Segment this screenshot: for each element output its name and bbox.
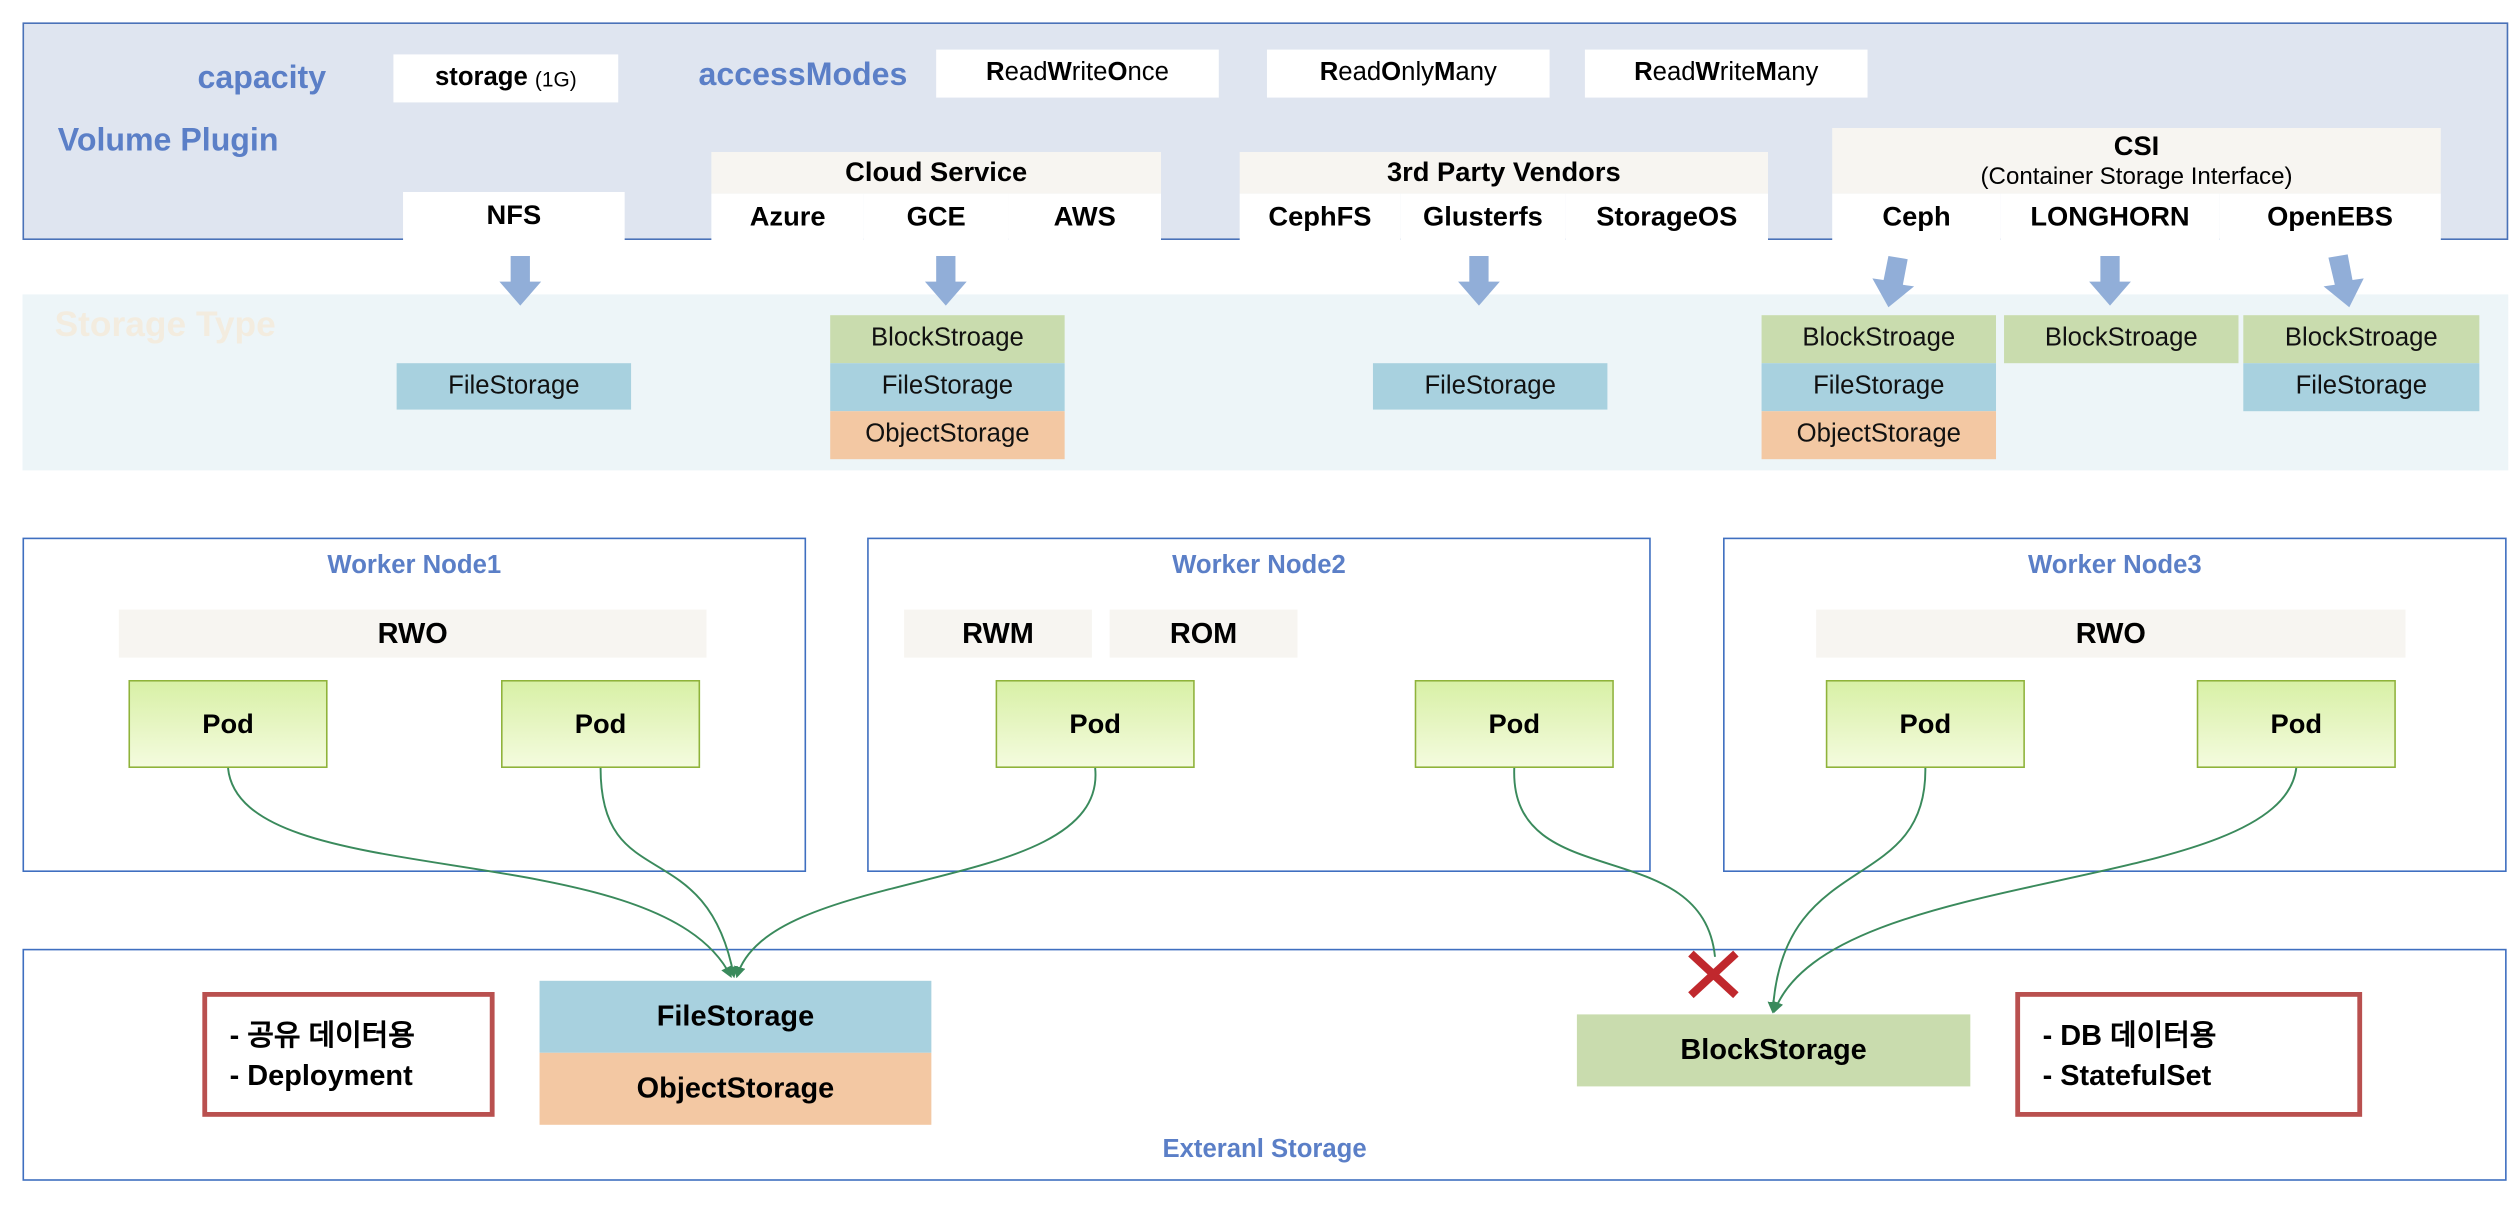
ceph-objectstorage: ObjectStorage <box>1761 411 1997 460</box>
cross-mark-icon <box>1688 950 1739 999</box>
access-mode-2-part-4: M <box>1755 59 1777 87</box>
ceph-filestorage: FileStorage <box>1761 363 1997 412</box>
worker-node-3-title: Worker Node3 <box>2027 552 2202 580</box>
csi-title: CSI <box>2113 131 2160 162</box>
db-data-note-line-2: - StatefulSet <box>2042 1059 2212 1092</box>
storage-size: (1G) <box>534 66 577 91</box>
db-data-note-line-1: - DB 데이터용 <box>2042 1019 2217 1052</box>
access-mode-1-part-0: R <box>1319 59 1339 87</box>
nfs-filestorage: FileStorage <box>396 363 632 410</box>
access-mode-0-part-1: ead <box>1004 59 1048 87</box>
plugin-ceph: Ceph <box>1832 193 2001 240</box>
plugin-nfs: NFS <box>403 192 625 240</box>
access-mode-1-part-4: M <box>1434 59 1456 87</box>
connector-node1-pod1 <box>227 767 732 979</box>
nfs-down-arrow <box>499 256 542 306</box>
ceph-down-arrow <box>1872 256 1915 308</box>
access-mode-0-part-5: nce <box>1127 59 1169 87</box>
connector-node3-pod2 <box>1772 767 2298 1014</box>
node1-pod-1: Pod <box>128 680 328 768</box>
node2-pod-1: Pod <box>995 680 1195 768</box>
cloud-down-arrow <box>924 256 967 306</box>
storage-value: storage <box>434 64 528 92</box>
node2-pod-2: Pod <box>1414 680 1614 768</box>
connector-node2-pod1 <box>734 767 1097 979</box>
third-party-header: 3rd Party Vendors <box>1239 152 1768 194</box>
worker-node-1-title: Worker Node1 <box>327 552 502 580</box>
connector-node1-pod2 <box>599 767 738 979</box>
db-data-note: - DB 데이터용 - StatefulSet <box>2015 992 2363 1117</box>
plugin-cephfs: CephFS <box>1239 193 1401 240</box>
ceph-blockstorage: BlockStroage <box>1761 315 1997 364</box>
plugin-longhorn: LONGHORN <box>2000 193 2220 240</box>
access-mode-1-part-3: nly <box>1401 59 1435 87</box>
node3-pod-1: Pod <box>1825 680 2025 768</box>
capacity-label: capacity <box>197 60 327 96</box>
plugin-openebs: OpenEBS <box>2219 193 2441 240</box>
longhorn-down-arrow <box>2089 256 2131 306</box>
third-party-filestorage: FileStorage <box>1372 363 1608 410</box>
shared-data-note-line-2: - Deployment <box>229 1059 413 1092</box>
access-mode-0-part-3: rite <box>1071 59 1108 87</box>
cloud-filestorage: FileStorage <box>830 363 1065 412</box>
storage-type-label: Storage Type <box>54 304 276 344</box>
plugin-aws: AWS <box>1008 193 1161 240</box>
access-mode-2-part-0: R <box>1634 59 1653 87</box>
openebs-filestorage: FileStorage <box>2243 363 2480 412</box>
plugin-storageos: StorageOS <box>1565 193 1768 240</box>
connector-node3-pod1 <box>1767 767 1927 1014</box>
access-mode-0-part-4: O <box>1107 59 1128 87</box>
external-blockstorage: BlockStorage <box>1576 1014 1971 1087</box>
cloud-service-header: Cloud Service <box>711 152 1161 194</box>
external-storage-title: Exteranl Storage <box>1162 1136 1367 1164</box>
node1-mode-rwo: RWO <box>118 609 707 658</box>
shared-data-note: - 공유 데이터용 - Deployment <box>202 992 495 1117</box>
plugin-azure: Azure <box>711 193 864 240</box>
worker-node-2-title: Worker Node2 <box>1172 552 1346 580</box>
node2-mode-rom: ROM <box>1109 609 1298 658</box>
access-mode-2-part-1: ead <box>1652 59 1696 87</box>
access-mode-0-part-0: R <box>986 59 1005 87</box>
csi-header: CSI (Container Storage Interface) <box>1832 128 2441 194</box>
node3-mode-rwo: RWO <box>1816 609 2406 658</box>
csi-subtitle: (Container Storage Interface) <box>1980 163 2293 191</box>
volume-plugin-label: Volume Plugin <box>57 123 279 159</box>
openebs-blockstorage: BlockStroage <box>2243 315 2480 364</box>
longhorn-blockstorage: BlockStroage <box>2004 315 2239 364</box>
access-mode-2-part-2: W <box>1695 59 1720 87</box>
access-mode-1-part-2: O <box>1381 59 1402 87</box>
external-filestorage: FileStorage <box>539 980 932 1053</box>
third-party-down-arrow <box>1458 256 1500 306</box>
connector-node2-pod2 <box>1513 767 1716 957</box>
access-mode-1-part-5: any <box>1455 59 1497 87</box>
plugin-gce: GCE <box>863 193 1009 240</box>
shared-data-note-line-1: - 공유 데이터용 <box>229 1019 415 1052</box>
external-objectstorage: ObjectStorage <box>539 1052 932 1125</box>
node1-pod-2: Pod <box>501 680 701 768</box>
access-modes-label: accessModes <box>698 57 908 93</box>
node2-mode-rwm: RWM <box>904 609 1092 658</box>
capacity-value: storage (1G) <box>393 54 619 103</box>
openebs-down-arrow <box>2323 254 2364 308</box>
access-mode-2-part-3: rite <box>1719 59 1756 87</box>
cloud-objectstorage: ObjectStorage <box>830 411 1065 460</box>
access-mode-0-part-2: W <box>1047 59 1072 87</box>
access-mode-1-part-1: ead <box>1338 59 1382 87</box>
node3-pod-2: Pod <box>2196 680 2396 768</box>
access-mode-2-part-5: any <box>1776 59 1819 87</box>
plugin-glusterfs: Glusterfs <box>1400 193 1566 240</box>
cloud-blockstorage: BlockStroage <box>830 315 1065 364</box>
